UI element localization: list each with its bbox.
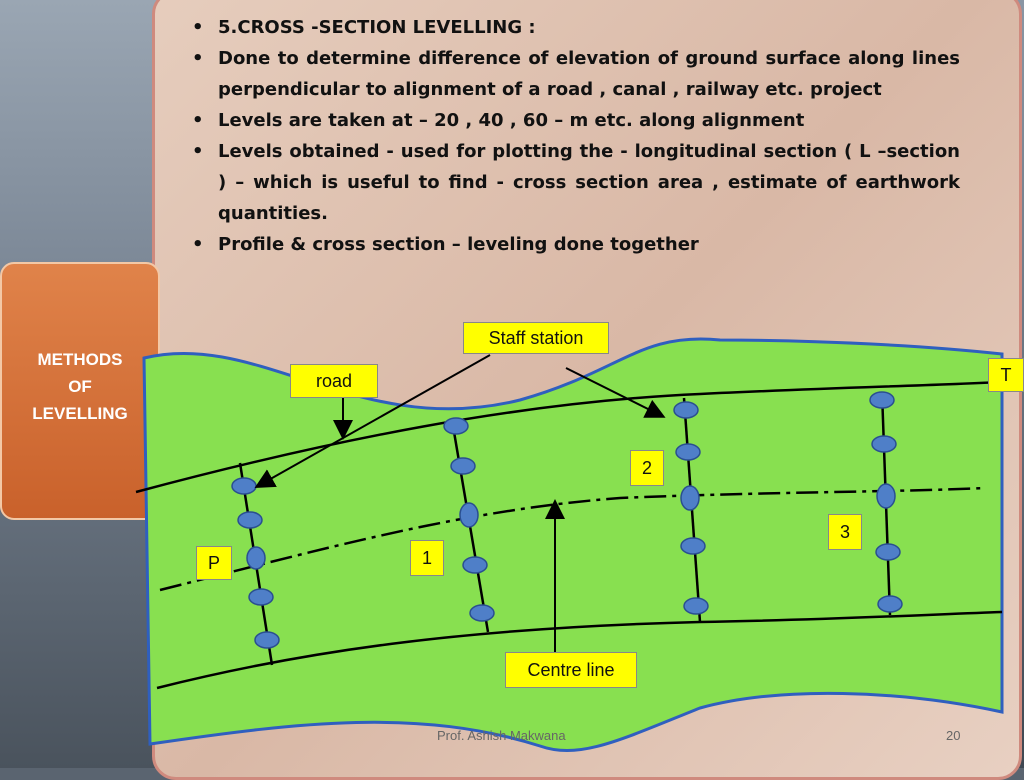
staff-station-dot <box>680 485 700 511</box>
cross-section-p <box>231 462 280 666</box>
staff-station-dot <box>443 417 469 435</box>
staff-station-dot <box>462 556 488 574</box>
page-number: 20 <box>946 728 961 743</box>
staff-station-dot <box>231 477 257 495</box>
section-1-label: 1 <box>410 540 444 576</box>
staff-station-dot <box>246 546 266 570</box>
staff-station-dot <box>254 631 280 649</box>
staff-station-dot <box>871 435 897 453</box>
section-2-label: 2 <box>630 450 664 486</box>
centre-line-label: Centre line <box>505 652 637 688</box>
road-edge-upper <box>135 380 1003 494</box>
staff-station-dot <box>237 511 263 529</box>
staff-station-dot <box>469 604 495 622</box>
section-3-label: 3 <box>828 514 862 550</box>
side-line-1: METHODS <box>37 350 123 369</box>
staff-station-dot <box>450 457 476 475</box>
bullet-heading: 5.CROSS -SECTION LEVELLING : <box>190 12 960 43</box>
side-line-2: OF <box>68 377 92 396</box>
cross-section-2 <box>673 397 709 623</box>
staff-station-dot <box>683 597 709 615</box>
staff-station-arrow-right <box>565 367 666 418</box>
point-p-label: P <box>196 546 232 580</box>
footer-author: Prof. Ashish Makwana <box>437 728 566 743</box>
bullet-intervals: Levels are taken at – 20 , 40 , 60 – m e… <box>190 105 960 136</box>
bullet-purpose: Done to determine difference of elevatio… <box>190 43 960 105</box>
staff-station-dot <box>875 543 901 561</box>
staff-station-label: Staff station <box>463 322 609 354</box>
staff-station-dot <box>877 595 903 613</box>
staff-station-dot <box>675 443 701 461</box>
staff-station-dot <box>673 401 699 419</box>
bullet-list: 5.CROSS -SECTION LEVELLING : Done to det… <box>190 12 960 260</box>
road-edge-lower <box>156 610 1003 690</box>
staff-station-dot <box>459 502 479 528</box>
staff-station-dot <box>680 537 706 555</box>
staff-station-dot <box>248 588 274 606</box>
staff-station-dot <box>869 391 895 409</box>
side-line-3: LEVELLING <box>32 404 128 423</box>
road-label: road <box>290 364 378 398</box>
staff-station-dot <box>876 483 896 509</box>
point-t-label: T <box>988 358 1024 392</box>
cross-section-1 <box>443 417 495 633</box>
bullet-profile: Profile & cross section – leveling done … <box>190 229 960 260</box>
staff-station-arrow-left <box>254 354 491 488</box>
bullet-levels-use: Levels obtained - used for plotting the … <box>190 136 960 229</box>
cross-section-3 <box>869 391 903 616</box>
